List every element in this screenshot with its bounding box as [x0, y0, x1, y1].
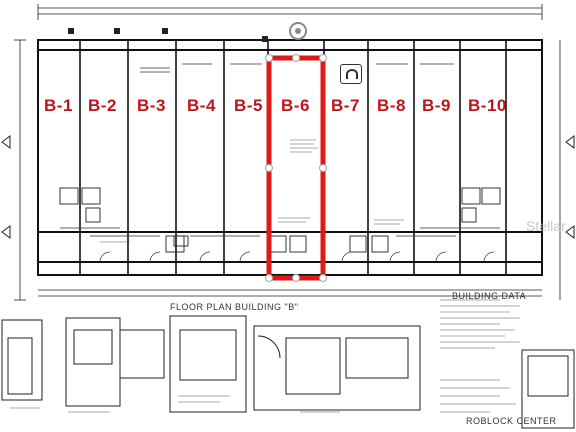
selected-unit-outline	[266, 55, 326, 281]
rotate-handle-icon[interactable]	[289, 22, 307, 40]
unit-label-b10: B-10	[468, 96, 507, 115]
resize-handle-top-left[interactable]	[265, 54, 273, 62]
resize-handle-top-center[interactable]	[292, 54, 300, 62]
floor-plan-title: FLOOR PLAN BUILDING "B"	[170, 302, 299, 312]
unit-label-b1: B-1	[44, 96, 73, 115]
unit-label-b4: B-4	[187, 96, 216, 115]
unit-label-b3: B-3	[137, 96, 166, 115]
resize-handle-bottom-center[interactable]	[292, 274, 300, 282]
building-data-title: BUILDING DATA	[452, 291, 527, 301]
resize-handle-bottom-left[interactable]	[265, 274, 273, 282]
unit-label-b2: B-2	[88, 96, 117, 115]
resize-handle-top-right[interactable]	[319, 54, 327, 62]
resize-handle-middle-left[interactable]	[265, 164, 273, 172]
project-name: ROBLOCK CENTER	[466, 416, 557, 426]
unit-label-b5: B-5	[234, 96, 263, 115]
image-overlay-icon[interactable]	[340, 64, 362, 84]
unit-label-b9: B-9	[422, 96, 451, 115]
unit-label-b7: B-7	[331, 96, 360, 115]
unit-label-b8: B-8	[377, 96, 406, 115]
resize-handle-middle-right[interactable]	[319, 164, 327, 172]
watermark: Stellar	[526, 218, 566, 234]
resize-handle-bottom-right[interactable]	[319, 274, 327, 282]
unit-label-b6: B-6	[281, 96, 310, 115]
